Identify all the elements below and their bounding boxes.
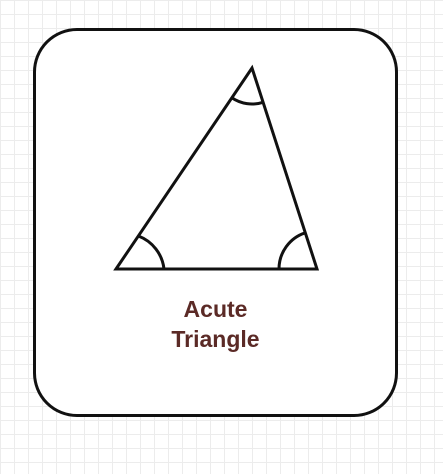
triangle-outline — [113, 64, 320, 271]
diagram-card: Acute Triangle — [33, 28, 398, 417]
label-line-1: Acute — [183, 296, 248, 322]
angle-arc-bottom-right — [277, 231, 306, 270]
angle-arc-top — [230, 96, 264, 106]
angle-arc-bottom-left — [137, 234, 166, 270]
label-line-2: Triangle — [171, 326, 260, 352]
acute-triangle-diagram — [113, 64, 320, 271]
